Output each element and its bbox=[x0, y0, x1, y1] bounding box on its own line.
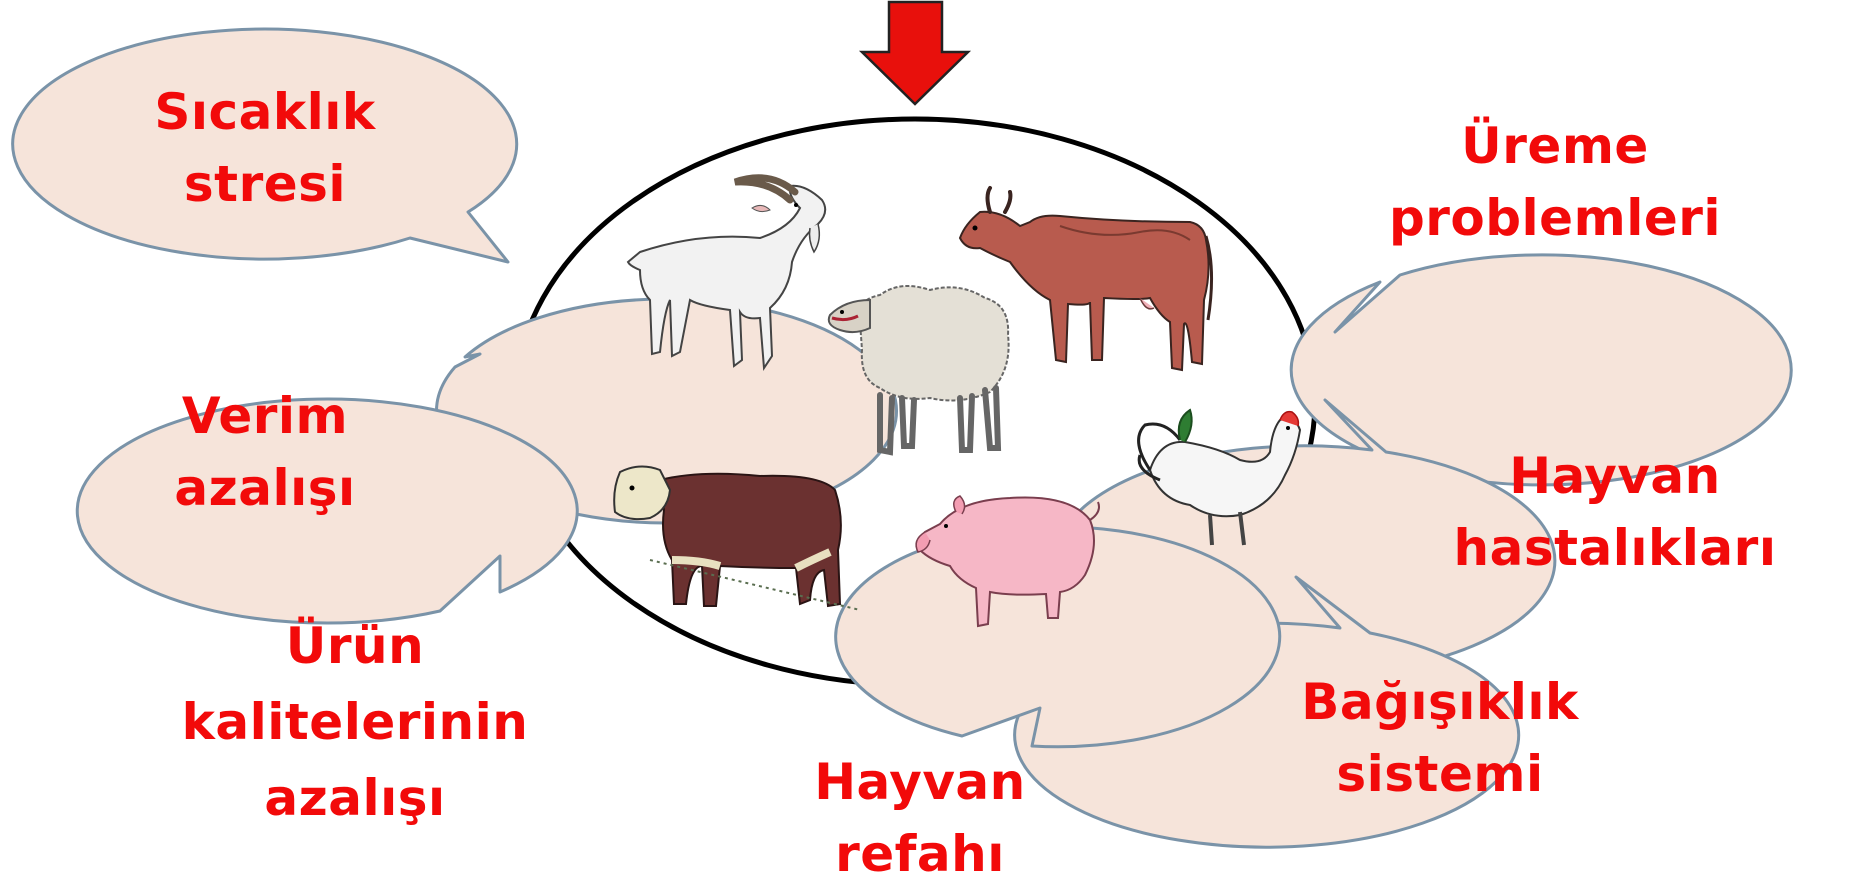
heat-stress-text: Sıcaklık stresi bbox=[120, 76, 410, 220]
reproduction-line2: problemleri bbox=[1370, 182, 1740, 254]
diseases-text: Hayvan hastalıkları bbox=[1425, 440, 1805, 584]
yield-line2: azalışı bbox=[120, 452, 410, 524]
welfare-line1: Hayvan bbox=[770, 746, 1070, 818]
quality-text: Ürün kalitelerinin azalışı bbox=[175, 608, 535, 836]
down-arrow-icon bbox=[862, 2, 968, 104]
immunity-line2: sistemi bbox=[1270, 738, 1610, 810]
heat-stress-line2: stresi bbox=[120, 148, 410, 220]
immunity-line1: Bağışıklık bbox=[1270, 666, 1610, 738]
quality-line2: kalitelerinin bbox=[175, 684, 535, 760]
reproduction-text: Üreme problemleri bbox=[1370, 110, 1740, 254]
diseases-line1: Hayvan bbox=[1425, 440, 1805, 512]
immunity-text: Bağışıklık sistemi bbox=[1270, 666, 1610, 810]
quality-line3: azalışı bbox=[175, 760, 535, 836]
welfare-text: Hayvan refahı bbox=[770, 746, 1070, 890]
welfare-line2: refahı bbox=[770, 818, 1070, 890]
heat-stress-line1: Sıcaklık bbox=[120, 76, 410, 148]
diseases-line2: hastalıkları bbox=[1425, 512, 1805, 584]
quality-line1: Ürün bbox=[175, 608, 535, 684]
yield-line1: Verim bbox=[120, 380, 410, 452]
yield-text: Verim azalışı bbox=[120, 380, 410, 524]
reproduction-line1: Üreme bbox=[1370, 110, 1740, 182]
